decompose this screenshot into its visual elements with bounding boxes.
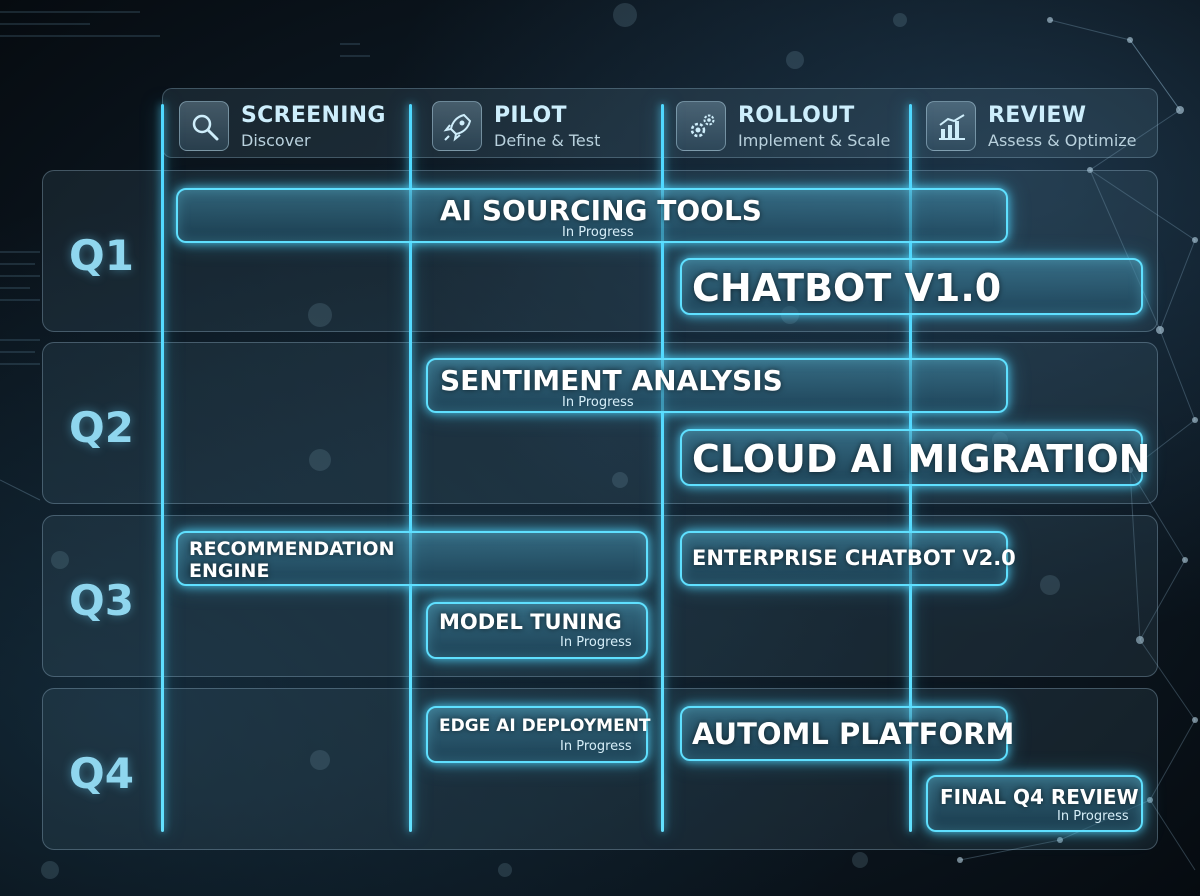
task-status: In Progress xyxy=(562,225,634,240)
rocket-icon xyxy=(432,101,482,151)
task-title: EDGE AI DEPLOYMENT xyxy=(439,716,651,736)
task-model-tuning[interactable]: MODEL TUNING In Progress xyxy=(426,602,648,659)
task-title-line-2: ENGINE xyxy=(189,560,270,582)
gears-icon xyxy=(676,101,726,151)
task-edge-ai-deployment[interactable]: EDGE AI DEPLOYMENT In Progress xyxy=(426,706,651,763)
task-ai-sourcing-tools[interactable]: AI SOURCING TOOLS In Progress xyxy=(176,188,1008,243)
magnifier-icon xyxy=(179,101,229,151)
task-status: In Progress xyxy=(1057,809,1129,824)
task-title: AUTOML PLATFORM xyxy=(692,717,1015,751)
phase-divider xyxy=(661,104,664,832)
task-final-q4-review[interactable]: FINAL Q4 REVIEW In Progress xyxy=(926,775,1143,832)
task-status: In Progress xyxy=(560,635,632,650)
task-status: In Progress xyxy=(562,395,634,410)
phase-subtitle: Implement & Scale xyxy=(738,131,891,150)
task-status: In Progress xyxy=(560,739,632,754)
task-title: SENTIMENT ANALYSIS xyxy=(440,364,783,397)
task-cloud-ai-migration[interactable]: CLOUD AI MIGRATION xyxy=(680,429,1151,486)
task-enterprise-chatbot-v2[interactable]: ENTERPRISE CHATBOT V2.0 xyxy=(680,531,1016,586)
task-title-line-1: RECOMMENDATION xyxy=(189,538,395,560)
phase-pilot: PILOT Define & Test xyxy=(432,89,662,159)
phase-divider xyxy=(161,104,164,832)
phase-review: REVIEW Assess & Optimize xyxy=(926,89,1156,159)
phase-header: SCREENING Discover PILOT Define & Test R… xyxy=(162,88,1158,158)
quarter-label: Q3 xyxy=(69,576,134,625)
phase-title: ROLLOUT xyxy=(738,103,855,128)
task-chatbot-v1[interactable]: CHATBOT V1.0 xyxy=(680,258,1143,315)
phase-divider xyxy=(409,104,412,832)
task-title: AI SOURCING TOOLS xyxy=(440,194,762,227)
quarter-label: Q2 xyxy=(69,403,134,452)
task-title: CLOUD AI MIGRATION xyxy=(692,437,1151,481)
task-title: CHATBOT V1.0 xyxy=(692,266,1002,310)
phase-title: PILOT xyxy=(494,103,567,128)
bar-chart-icon xyxy=(926,101,976,151)
phase-subtitle: Discover xyxy=(241,131,311,150)
phase-rollout: ROLLOUT Implement & Scale xyxy=(676,89,916,159)
quarter-label: Q1 xyxy=(69,231,134,280)
task-title: MODEL TUNING xyxy=(439,610,622,634)
phase-screening: SCREENING Discover xyxy=(179,89,409,159)
phase-subtitle: Assess & Optimize xyxy=(988,131,1137,150)
task-title: FINAL Q4 REVIEW xyxy=(940,785,1139,809)
quarter-label: Q4 xyxy=(69,749,134,798)
task-automl-platform[interactable]: AUTOML PLATFORM xyxy=(680,706,1014,761)
phase-subtitle: Define & Test xyxy=(494,131,601,150)
task-recommendation-engine[interactable]: RECOMMENDATION ENGINE xyxy=(176,531,648,586)
task-sentiment-analysis[interactable]: SENTIMENT ANALYSIS In Progress xyxy=(426,358,1008,413)
phase-title: SCREENING xyxy=(241,103,386,128)
task-title: ENTERPRISE CHATBOT V2.0 xyxy=(692,546,1016,570)
phase-title: REVIEW xyxy=(988,103,1087,128)
